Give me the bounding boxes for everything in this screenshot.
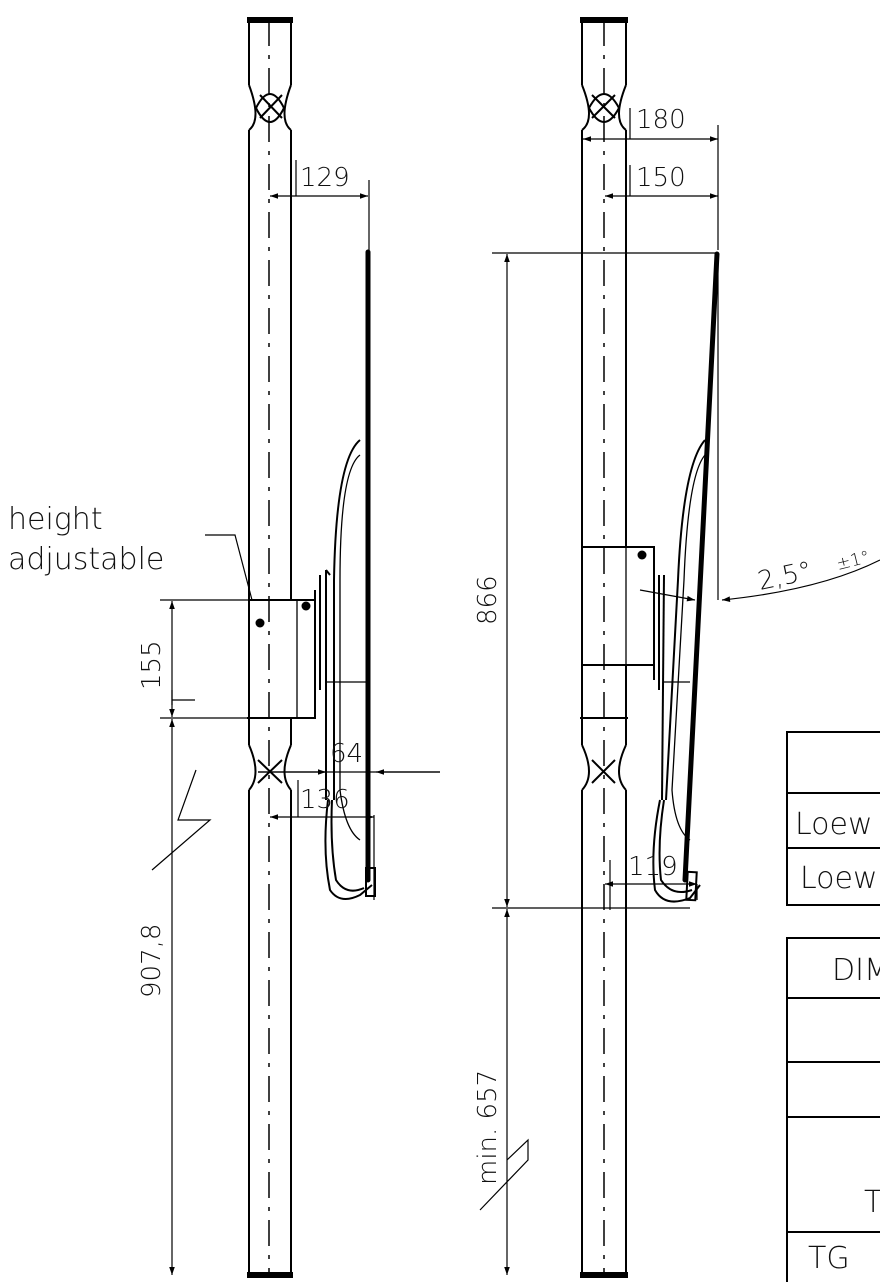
right-view <box>479 17 880 1278</box>
dim-180: 180 <box>636 105 686 135</box>
title-block-bottom <box>786 937 880 1282</box>
annotation-line2: adjustable <box>8 542 164 577</box>
table-top-row1: Loew <box>795 807 873 842</box>
dim-907-8: 907,8 <box>137 924 167 998</box>
left-dimensions <box>151 160 440 1275</box>
dim-min-657: min. 657 <box>473 1070 503 1185</box>
table-bottom-row1: DIM <box>832 953 880 988</box>
dim-866: 866 <box>473 575 503 625</box>
dim-64: 64 <box>330 739 363 769</box>
right-screen <box>652 251 720 903</box>
dim-tilt-angle: 2,5° <box>755 556 814 597</box>
title-block-top <box>786 731 880 906</box>
dim-155: 155 <box>137 640 167 690</box>
left-pole <box>247 17 315 1278</box>
table-top-row2: Loew <box>800 861 878 896</box>
dim-150: 150 <box>636 163 686 193</box>
left-bracket <box>314 569 370 800</box>
left-clamp <box>248 599 316 719</box>
dim-136: 136 <box>300 785 350 815</box>
dim-129: 129 <box>300 163 350 193</box>
right-clamp <box>581 546 655 666</box>
left-screen <box>324 249 376 900</box>
annotation-leader <box>205 534 253 601</box>
annotation-line1: height <box>8 502 103 537</box>
right-bracket <box>653 548 690 801</box>
table-bottom-row5: TG <box>808 1241 850 1276</box>
right-dimensions <box>479 108 880 1275</box>
dim-119: 119 <box>628 852 678 882</box>
right-pole <box>580 17 628 1278</box>
table-bottom-row4: T <box>864 1185 880 1220</box>
dim-tilt-tolerance: ±1° <box>834 547 871 575</box>
left-view <box>151 17 440 1278</box>
